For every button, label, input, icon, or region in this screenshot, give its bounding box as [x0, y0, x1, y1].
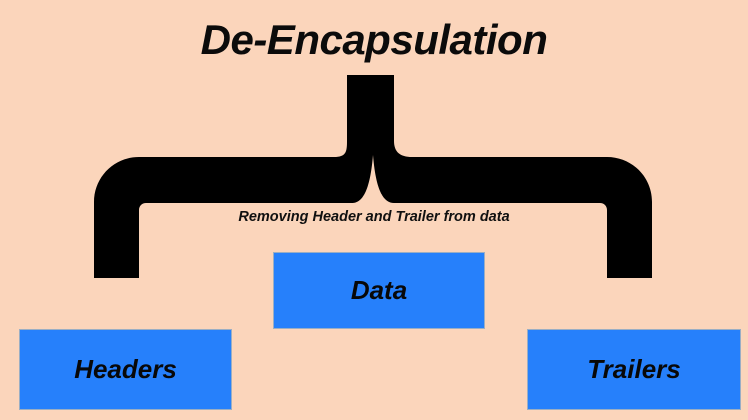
data-box-label: Data [350, 275, 408, 305]
diagram-caption: Removing Header and Trailer from data [238, 209, 510, 225]
page-title: De-Encapsulation [200, 16, 548, 63]
trailers-box: Trailers [527, 329, 741, 410]
data-box: Data [273, 252, 485, 329]
headers-box: Headers [19, 329, 232, 410]
trailers-box-label: Trailers [587, 354, 681, 384]
headers-box-label: Headers [74, 354, 177, 384]
